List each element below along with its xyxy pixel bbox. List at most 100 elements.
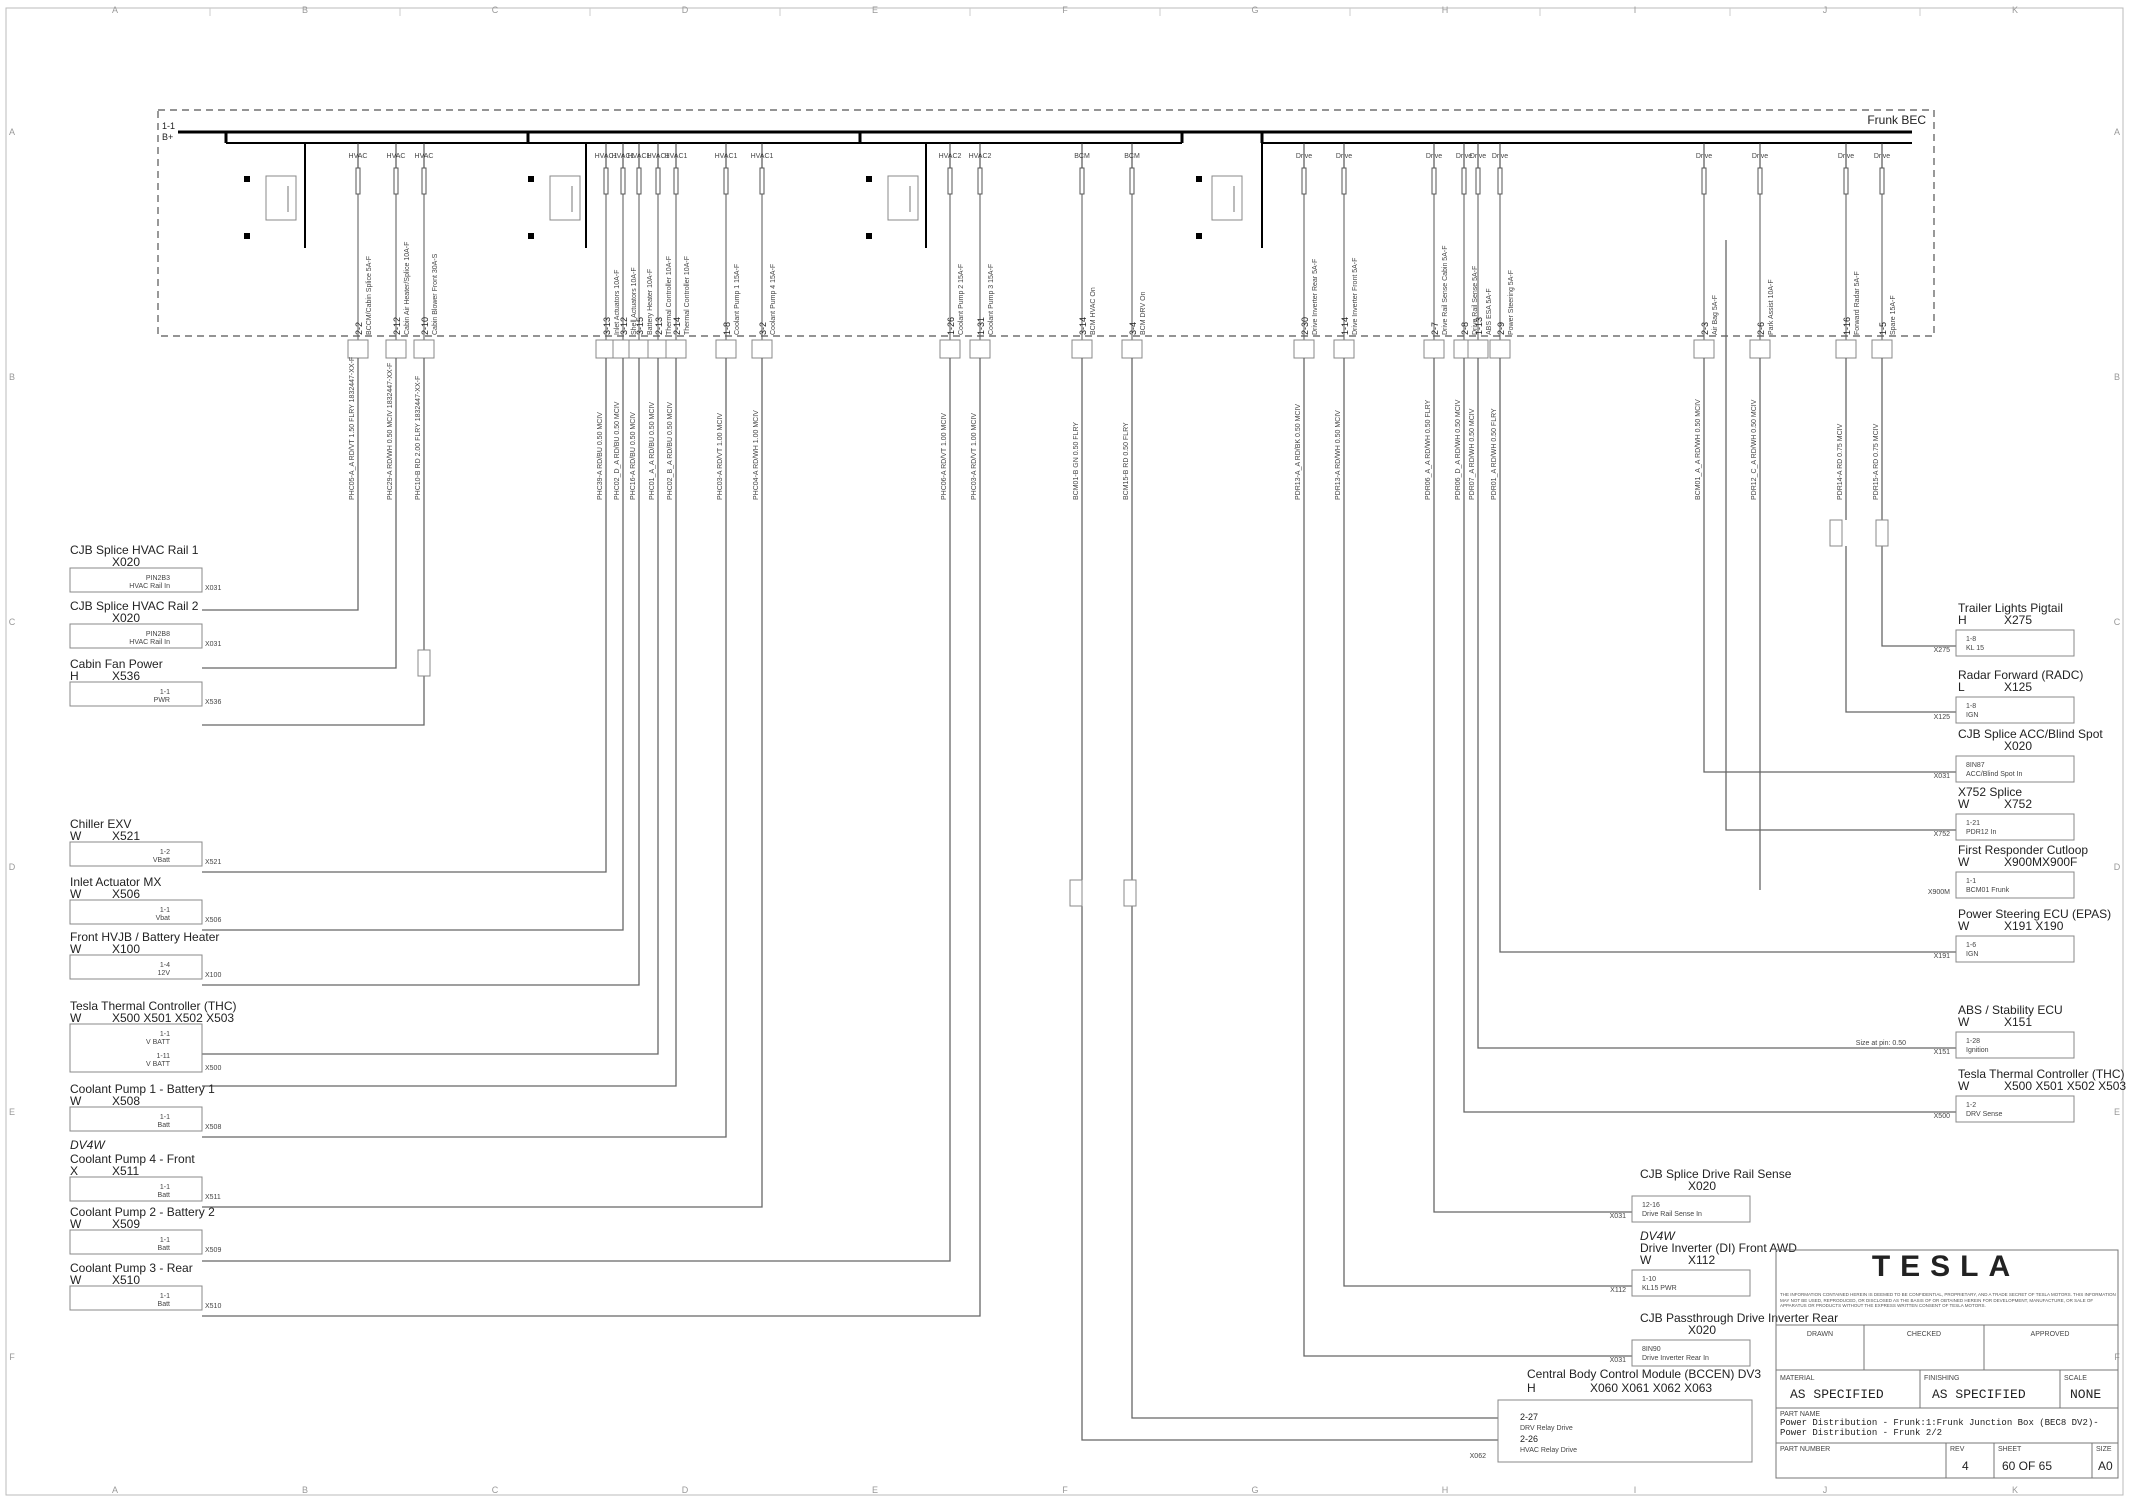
fuse-name: Cabin Air Heater/Splice 10A-F — [404, 242, 411, 335]
connector-box — [1955, 755, 2075, 783]
connector-box — [69, 681, 203, 707]
relay-drive — [1196, 143, 1263, 248]
wire-path — [1725, 240, 1956, 831]
connector-ref: X510 — [205, 1303, 221, 1310]
fuse-symbol — [1843, 167, 1849, 195]
grid-col-top: D — [682, 5, 689, 15]
checked-label: CHECKED — [1907, 1331, 1941, 1338]
connector-prefix: W — [1958, 1079, 1970, 1093]
cutloop-symbols: Size at pin: 0.50 — [417, 519, 1906, 1047]
grid-col-bottom: G — [1251, 1485, 1258, 1495]
grid-col-top: F — [1062, 5, 1068, 15]
connector-pin: 1-10 — [1642, 1276, 1656, 1283]
connector-code: X506 — [112, 887, 140, 901]
wire-path — [1433, 358, 1632, 1213]
grid-col-bottom: I — [1634, 1485, 1637, 1495]
fuse-symbol — [947, 167, 953, 195]
fuse-symbol — [1431, 167, 1437, 195]
connector-ref: X191 — [1934, 953, 1950, 960]
connector-pin: 1-1 — [160, 1237, 170, 1244]
connector-pin-label: DRV Sense — [1966, 1111, 2003, 1118]
fuse-name: Inlet Actuators 10A-F — [614, 270, 621, 335]
wire-path — [1703, 358, 1956, 773]
disclaimer: THE INFORMATION CONTAINED HEREIN IS DEEM… — [1780, 1292, 2116, 1308]
connector-pin: 1-1 — [160, 907, 170, 914]
connector-box — [1631, 1339, 1751, 1367]
wire-label: PDR06_A_A RD/WH 0.50 FLRY — [1425, 399, 1432, 500]
connector-title: First Responder Cutloop — [1958, 843, 2088, 857]
connector-pin-label: PDR12 In — [1966, 829, 1996, 836]
wire-label: PDR14-A RD 0.75 MCIV — [1837, 423, 1844, 500]
connector-pin-label: VBatt — [153, 857, 170, 864]
bccm-title: Central Body Control Module (BCCEN) DV3 — [1527, 1367, 1761, 1381]
grid-col-top: G — [1251, 5, 1258, 15]
grid-col-bottom: D — [682, 1485, 689, 1495]
connector-title: Drive Inverter (DI) Front AWD — [1640, 1241, 1797, 1255]
fuse-pin: 2-30 — [1300, 317, 1310, 335]
connector-pin: 1-1 — [160, 1184, 170, 1191]
grid-row-left: B — [9, 372, 15, 382]
connector-pin-label: KL15 PWR — [1642, 1285, 1677, 1292]
connector-box — [69, 1023, 203, 1073]
connector-pin: 1-2 — [160, 849, 170, 856]
connector-pin: 1-21 — [1966, 820, 1980, 827]
fuse-name: Park Assist 10A-F — [1768, 279, 1775, 335]
connector-ref: X031 — [1610, 1357, 1626, 1364]
wire-label: PDR06_D_A RD/WH 0.50 MCIV — [1455, 399, 1462, 500]
relay-hvac-b — [528, 143, 587, 248]
approved-label: APPROVED — [2031, 1331, 2070, 1338]
fuse-symbol — [620, 167, 626, 195]
connector-box — [1955, 1031, 2075, 1059]
connector-code: X508 — [112, 1094, 140, 1108]
connector-ref: X125 — [1934, 714, 1950, 721]
connector-prefix: W — [1958, 919, 1970, 933]
fuse-pin: 2-2 — [354, 322, 364, 335]
scale-value: NONE — [2070, 1387, 2101, 1402]
fuse-symbol — [603, 167, 609, 195]
fuse-symbol — [723, 167, 729, 195]
connector-pin: 8IN87 — [1966, 762, 1985, 769]
wire-path — [1499, 358, 1956, 953]
fuse-symbol — [1879, 167, 1885, 195]
connector-ref: X508 — [205, 1124, 221, 1131]
connector-ref: X500 — [1934, 1113, 1950, 1120]
connector-code: X510 — [112, 1273, 140, 1287]
connector-code: X275 — [2004, 613, 2032, 627]
grid-row-right: B — [2114, 372, 2120, 382]
connector-pin-label: Vbat — [156, 915, 170, 922]
connector-ref: X275 — [1934, 647, 1950, 654]
fuse-pin: 2-6 — [1756, 322, 1766, 335]
connector-title: Chiller EXV — [70, 817, 131, 831]
size-note: Size at pin: 0.50 — [1856, 1040, 1906, 1047]
fuse-pin: 1-5 — [1878, 322, 1888, 335]
grid-col-top: C — [492, 5, 499, 15]
finishing-label: FINISHING — [1924, 1375, 1959, 1382]
fuse-pin: 2-8 — [1460, 322, 1470, 335]
fuse-symbol — [355, 167, 361, 195]
grid-col-top: I — [1634, 5, 1637, 15]
connector-box — [69, 1229, 203, 1255]
connector-pin-label: IGN — [1966, 951, 1978, 958]
connector-code: X020 — [1688, 1179, 1716, 1193]
connector-pin-label: 12V — [158, 970, 171, 977]
size-value: A0 — [2098, 1459, 2113, 1473]
bec-pin-box — [385, 339, 407, 359]
connector-prefix: W — [1958, 797, 1970, 811]
connector-title: ABS / Stability ECU — [1958, 1003, 2063, 1017]
fuse-name: BCM HVAC On — [1090, 287, 1097, 335]
wire-path — [1881, 546, 1956, 647]
fuse-name: Coolant Pump 2 15A-F — [958, 264, 965, 335]
connector-ref: X031 — [205, 585, 221, 592]
fuse-name: Drive Inverter Rear 5A-F — [1312, 259, 1319, 335]
bottom-connectors: CJB Splice Drive Rail SenseX02012-16Driv… — [1610, 1167, 1838, 1367]
bec-pin-box — [1121, 339, 1143, 359]
bccm-codes: X060 X061 X062 X063 — [1590, 1381, 1712, 1395]
